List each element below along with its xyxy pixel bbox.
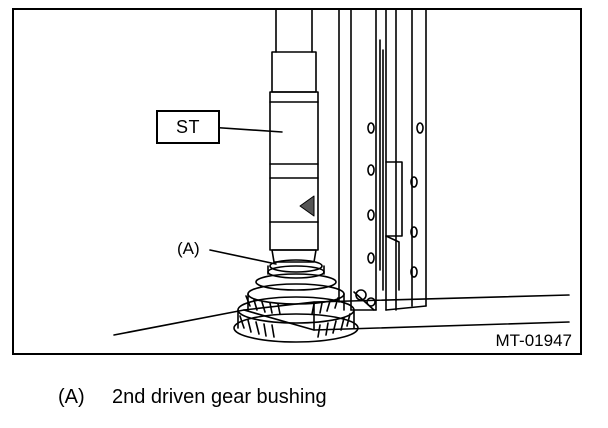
callout-a: (A) [177, 239, 200, 258]
legend-item: (A) 2nd driven gear bushing [58, 386, 327, 409]
gear-assembly [233, 259, 359, 343]
legend-text: 2nd driven gear bushing [112, 386, 327, 408]
press-column [113, 10, 570, 336]
legend-key: (A) [58, 386, 85, 408]
illustration-frame: ST (A) MT-01947 [12, 8, 582, 355]
callout-st: ST [156, 110, 220, 144]
special-tool-st [269, 10, 319, 263]
leader-line-a [209, 249, 277, 265]
figure-id: MT-01947 [495, 331, 572, 350]
press-tool-drawing [113, 10, 570, 343]
leader-line-st [207, 126, 283, 133]
